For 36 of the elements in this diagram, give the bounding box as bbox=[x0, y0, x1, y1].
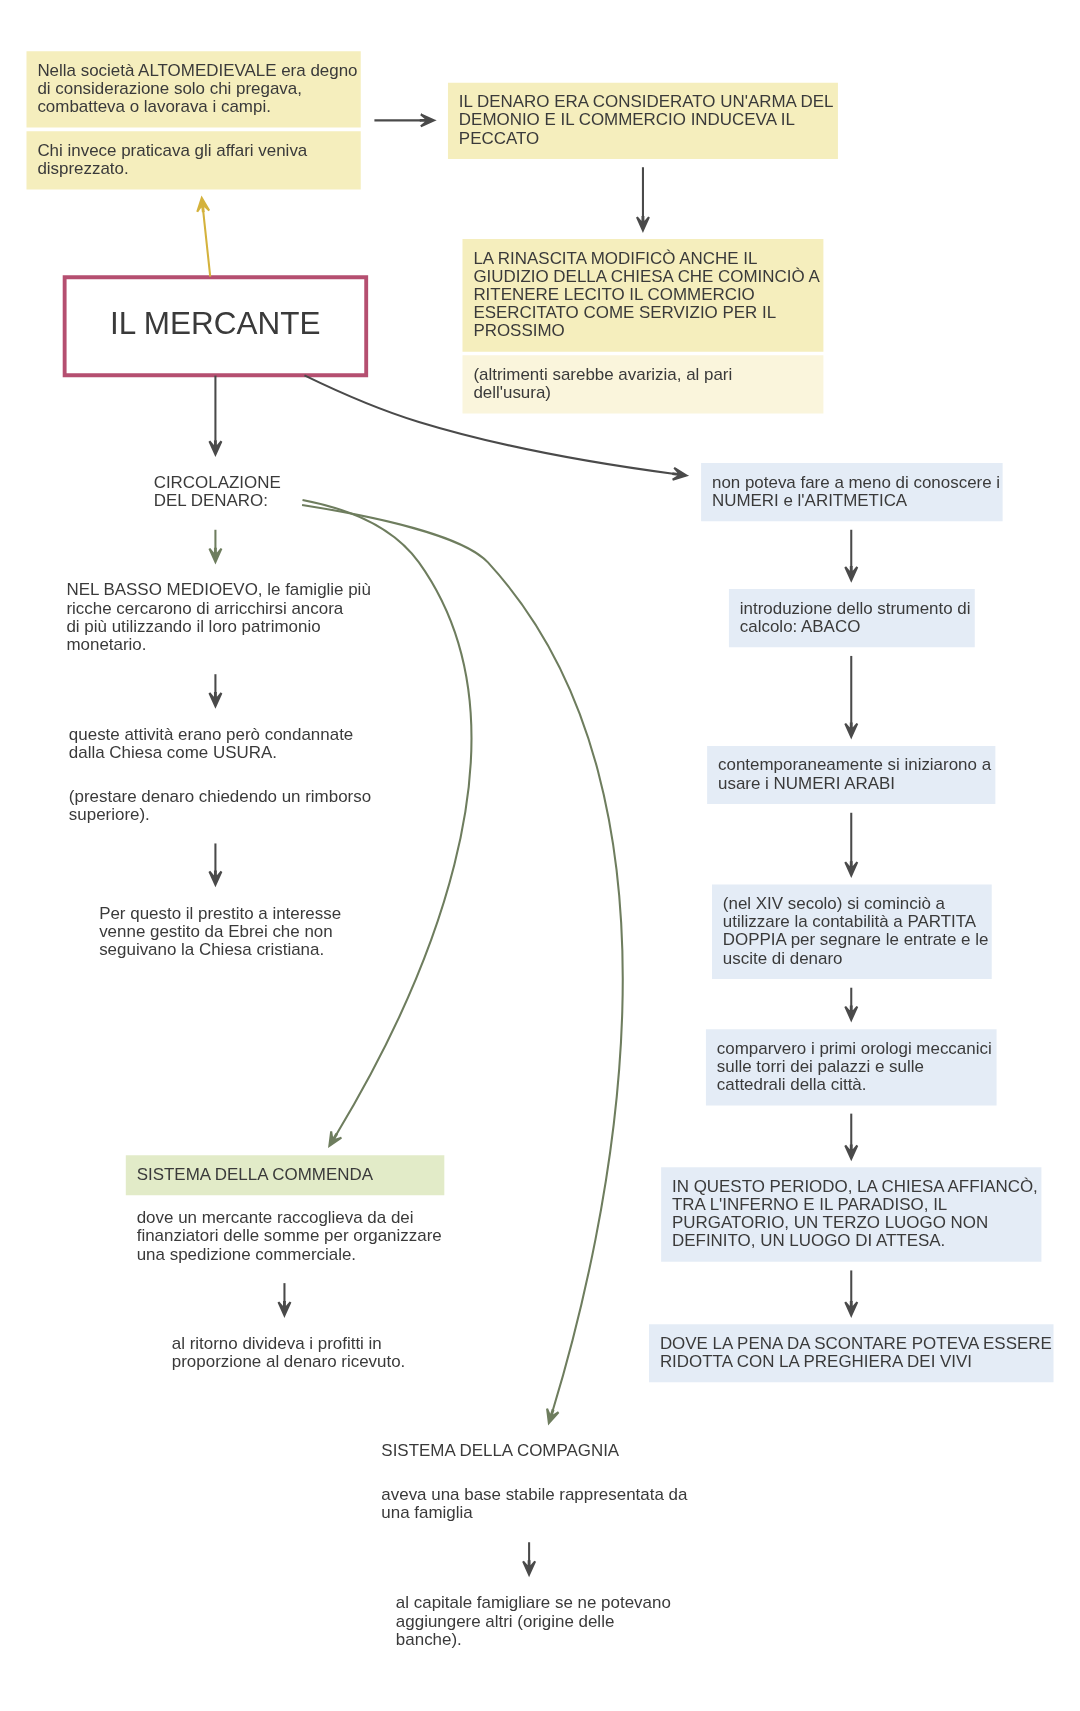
arrow bbox=[844, 529, 859, 582]
node-box: comparvero i primi orologi meccanici sulle torri dei palazzi e sulle cattedrali della città. bbox=[705, 1029, 997, 1106]
arrow bbox=[196, 196, 212, 277]
arrow bbox=[844, 655, 859, 738]
arrow bbox=[301, 503, 624, 1425]
arrow bbox=[522, 1542, 537, 1576]
node-text: al ritorno divideva i profitti in proporzione al denaro ricevuto. bbox=[171, 1333, 406, 1371]
node-text: al capitale famigliare se ne potevano aggiungere altri (origine delle banche). bbox=[395, 1593, 671, 1649]
arrow bbox=[208, 375, 223, 456]
node-box: SISTEMA DELLA COMMENDA bbox=[125, 1155, 445, 1196]
node-text: NEL BASSO MEDIOEVO, le famiglie più ricche cercarono di arricchirsi ancora di più utilizzando il loro patrimonio monetario. bbox=[66, 580, 371, 654]
arrow bbox=[844, 987, 859, 1021]
node-box: introduzione dello strumento di calcolo: ABACO bbox=[728, 589, 975, 648]
node-box: (nel XIV secolo) si cominciò a utilizzare la contabilità a PARTITA DOPPIA per segnare le entrate e le uscite di denaro bbox=[712, 884, 992, 980]
node-label: dove un mercante raccoglieva da dei finanziatori delle somme per organizzare una spedizione commerciale. bbox=[136, 1208, 442, 1264]
node-text: SISTEMA DELLA COMPAGNIA aveva una base stabile rappresentata da una famiglia bbox=[381, 1441, 688, 1523]
node-box: DOVE LA PENA DA SCONTARE POTEVA ESSERE RIDOTTA CON LA PREGHIERA DEI VIVI bbox=[649, 1324, 1054, 1383]
node-box: contemporaneamente si iniziarono a usare i NUMERI ARABI bbox=[707, 745, 996, 805]
arrow bbox=[208, 529, 223, 564]
node-text: queste attività erano però condannate dalla Chiesa come USURA. (prestare denaro chiedendo un rimborso superiore). bbox=[68, 725, 372, 825]
node-text: CIRCOLAZIONE DEL DENARO: bbox=[153, 472, 281, 510]
arrow bbox=[208, 843, 223, 886]
arrow bbox=[635, 167, 650, 232]
node-box: IN QUESTO PERIODO, LA CHIESA AFFIANCÒ, TRA L'INFERNO E IL PARADISO, IL PURGATORIO, UN TERZO LUOGO NON DEFINITO, UN LUOGO DI ATTESA. bbox=[661, 1167, 1042, 1262]
node-text: Per questo il prestito a interesse venne gestito da Ebrei che non seguivano la Chiesa cristiana. bbox=[99, 903, 342, 960]
arrow bbox=[302, 498, 472, 1147]
arrow bbox=[844, 812, 859, 877]
arrow bbox=[844, 1113, 859, 1160]
arrow bbox=[374, 113, 436, 128]
arrow bbox=[208, 674, 223, 708]
arrow bbox=[844, 1270, 859, 1317]
node-box: non poteva fare a meno di conoscere i NUMERI e l'ARITMETICA bbox=[701, 463, 1003, 522]
node-box: IL MERCANTE bbox=[62, 275, 369, 378]
arrow bbox=[277, 1283, 292, 1317]
node-box: IL DENARO ERA CONSIDERATO UN'ARMA DEL DEMONIO E IL COMMERCIO INDUCEVA IL PECCATO bbox=[447, 82, 838, 160]
arrow bbox=[304, 374, 688, 481]
